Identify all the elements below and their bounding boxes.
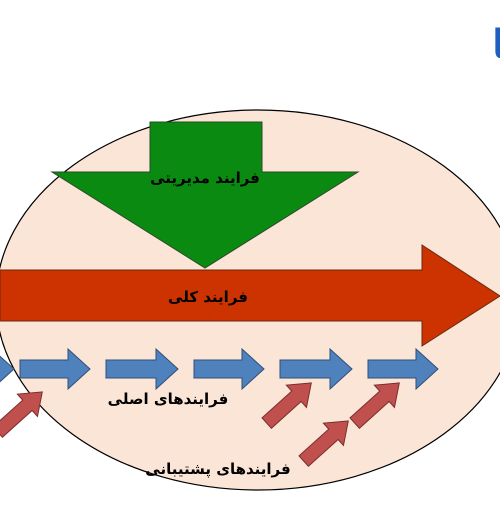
main-process-arrow <box>0 355 15 383</box>
main-process-arrows <box>0 347 439 391</box>
main-processes-label: فرایندهای اصلی <box>108 390 229 408</box>
support-process-arrow <box>349 382 400 429</box>
support-processes-label: فرایندهای پشتیبانی <box>145 460 290 479</box>
overall-process-arrow <box>0 244 500 347</box>
support-process-arrow <box>298 420 349 467</box>
main-process-arrow <box>367 347 439 391</box>
main-process-arrow <box>19 347 91 391</box>
page-title: ع فرایندها <box>492 22 500 68</box>
overall-process-label: فرایند کلی <box>168 288 248 306</box>
main-process-arrow <box>193 347 265 391</box>
main-process-arrow <box>279 347 353 391</box>
main-process-arrow <box>105 347 179 391</box>
support-process-arrow <box>0 391 43 438</box>
watermark-text: فرایند <box>41 457 80 472</box>
management-process-label: فرایند مدیریتی <box>150 169 260 187</box>
support-process-arrows <box>0 382 400 467</box>
management-process-arrow <box>50 121 360 269</box>
support-process-arrow <box>261 382 312 429</box>
